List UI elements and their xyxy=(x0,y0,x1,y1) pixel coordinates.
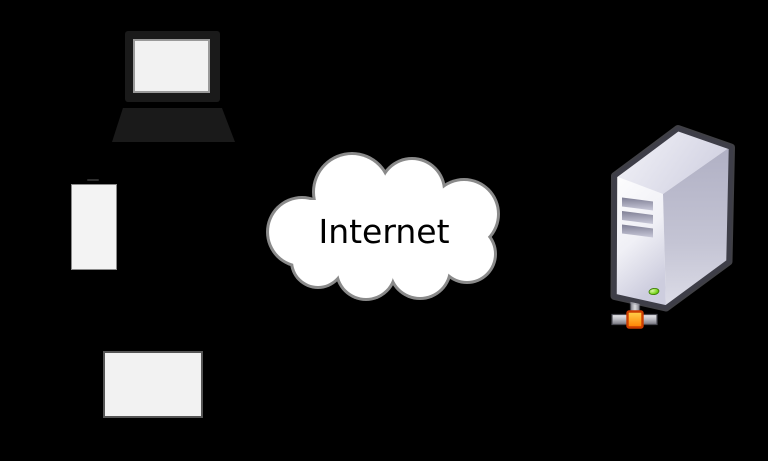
server-icon xyxy=(610,125,735,329)
cloud-fill xyxy=(269,155,497,298)
cloud-label: Internet xyxy=(318,212,450,251)
laptop-keyboard-base xyxy=(112,108,235,142)
internet-cloud xyxy=(266,152,500,301)
server-top-face xyxy=(618,130,730,194)
server-side-face xyxy=(663,147,730,306)
server-power-led xyxy=(648,287,660,296)
server-front-face xyxy=(615,177,666,306)
server-outline xyxy=(612,126,734,310)
phone-earpiece xyxy=(87,179,99,181)
tablet-icon xyxy=(103,351,203,418)
server-drive-bays xyxy=(622,197,653,238)
laptop-screen xyxy=(133,39,210,93)
connector-node xyxy=(626,310,644,329)
phone-screen xyxy=(71,184,117,270)
